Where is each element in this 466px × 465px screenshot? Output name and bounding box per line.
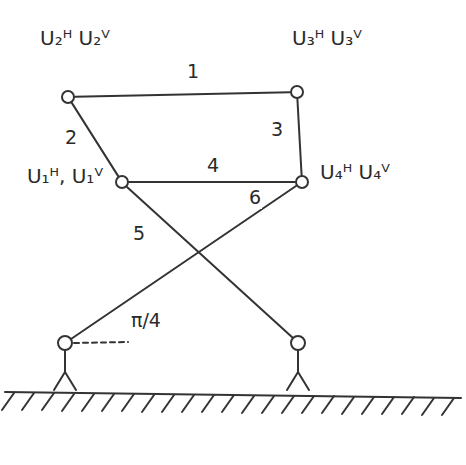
member-number: 1	[186, 60, 200, 83]
joint-circle: U₃ᴴ U₃ⱽ	[290, 85, 304, 99]
joint-circle: U₂ᴴ U₂ⱽ	[61, 90, 75, 104]
dof-label: U₃ᴴ U₃ⱽ	[292, 26, 362, 50]
member-line	[297, 99, 301, 175]
member-number: 3	[270, 118, 284, 141]
dof-label: U₄ᴴ U₄ⱽ	[320, 160, 390, 184]
member-number: 5	[132, 222, 146, 245]
ground-hatching	[2, 393, 454, 415]
member-line	[129, 181, 295, 183]
support-symbol	[287, 350, 309, 390]
joint-circle: U₄ᴴ U₄ⱽ	[295, 175, 309, 189]
member-line	[75, 92, 290, 97]
member-line	[71, 186, 296, 339]
support-joint	[58, 336, 72, 350]
joint-circle: U₁ᴴ, U₁ⱽ	[115, 175, 129, 189]
member-number: 2	[64, 126, 78, 149]
member-line	[127, 187, 293, 338]
support-joint	[291, 336, 305, 350]
angle-label: π/4	[130, 309, 162, 332]
member-number: 4	[206, 154, 220, 177]
dof-label: U₁ᴴ, U₁ⱽ	[27, 164, 103, 188]
member-number: 6	[248, 186, 262, 209]
angle-reference-line	[74, 342, 128, 343]
support-symbol	[54, 350, 76, 390]
dof-label: U₂ᴴ U₂ⱽ	[40, 26, 110, 50]
